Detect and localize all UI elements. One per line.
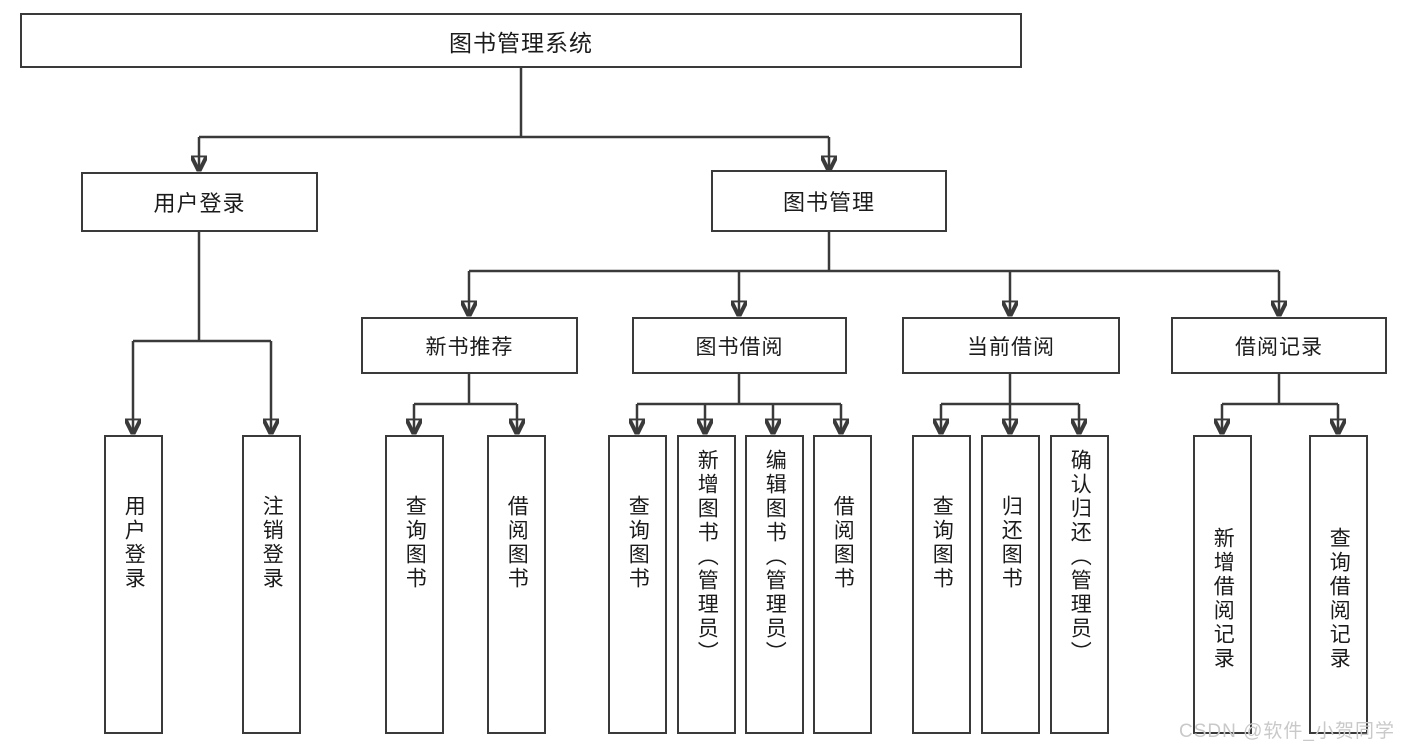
leaf-borrow-book-recommend[interactable]: 借阅图书 bbox=[487, 435, 546, 734]
node-label: 图书管理 bbox=[782, 190, 875, 215]
node-label: 借阅图书 bbox=[831, 495, 855, 591]
node-label: 新增借阅记录 bbox=[1211, 527, 1235, 671]
node-label: 新增图书（管理员） bbox=[695, 449, 719, 665]
node-label: 编辑图书（管理员） bbox=[763, 449, 787, 665]
node-new-book-recommend[interactable]: 新书推荐 bbox=[361, 317, 578, 374]
leaf-query-book-recommend[interactable]: 查询图书 bbox=[385, 435, 444, 734]
leaf-query-borrow-record[interactable]: 查询借阅记录 bbox=[1309, 435, 1368, 734]
node-label: 图书管理系统 bbox=[449, 29, 593, 56]
node-label: 用户登录 bbox=[153, 191, 246, 216]
leaf-query-book-borrow[interactable]: 查询图书 bbox=[608, 435, 667, 734]
node-label: 新书推荐 bbox=[425, 335, 514, 359]
node-user-login[interactable]: 用户登录 bbox=[81, 172, 318, 232]
leaf-return-book[interactable]: 归还图书 bbox=[981, 435, 1040, 734]
node-label: 用户登录 bbox=[122, 495, 146, 591]
node-label: 确认归还（管理员） bbox=[1068, 449, 1092, 665]
node-label: 图书借阅 bbox=[695, 335, 784, 359]
node-root-book-management-system[interactable]: 图书管理系统 bbox=[20, 13, 1022, 68]
node-book-borrow[interactable]: 图书借阅 bbox=[632, 317, 847, 374]
node-book-management[interactable]: 图书管理 bbox=[711, 170, 947, 232]
leaf-user-login[interactable]: 用户登录 bbox=[104, 435, 163, 734]
node-label: 查询借阅记录 bbox=[1327, 527, 1351, 671]
node-label: 借阅图书 bbox=[505, 495, 529, 591]
node-label: 归还图书 bbox=[999, 495, 1023, 591]
leaf-confirm-return-admin[interactable]: 确认归还（管理员） bbox=[1050, 435, 1109, 734]
leaf-borrow-book-borrow[interactable]: 借阅图书 bbox=[813, 435, 872, 734]
leaf-add-book-admin[interactable]: 新增图书（管理员） bbox=[677, 435, 736, 734]
node-borrow-record[interactable]: 借阅记录 bbox=[1171, 317, 1387, 374]
leaf-add-borrow-record[interactable]: 新增借阅记录 bbox=[1193, 435, 1252, 734]
node-label: 查询图书 bbox=[626, 495, 650, 591]
node-label: 借阅记录 bbox=[1235, 335, 1323, 359]
node-label: 查询图书 bbox=[930, 495, 954, 591]
leaf-logout[interactable]: 注销登录 bbox=[242, 435, 301, 734]
leaf-query-book-current[interactable]: 查询图书 bbox=[912, 435, 971, 734]
node-label: 查询图书 bbox=[403, 495, 427, 591]
leaf-edit-book-admin[interactable]: 编辑图书（管理员） bbox=[745, 435, 804, 734]
node-label: 当前借阅 bbox=[967, 335, 1055, 359]
node-label: 注销登录 bbox=[260, 495, 284, 591]
node-current-borrow[interactable]: 当前借阅 bbox=[902, 317, 1120, 374]
